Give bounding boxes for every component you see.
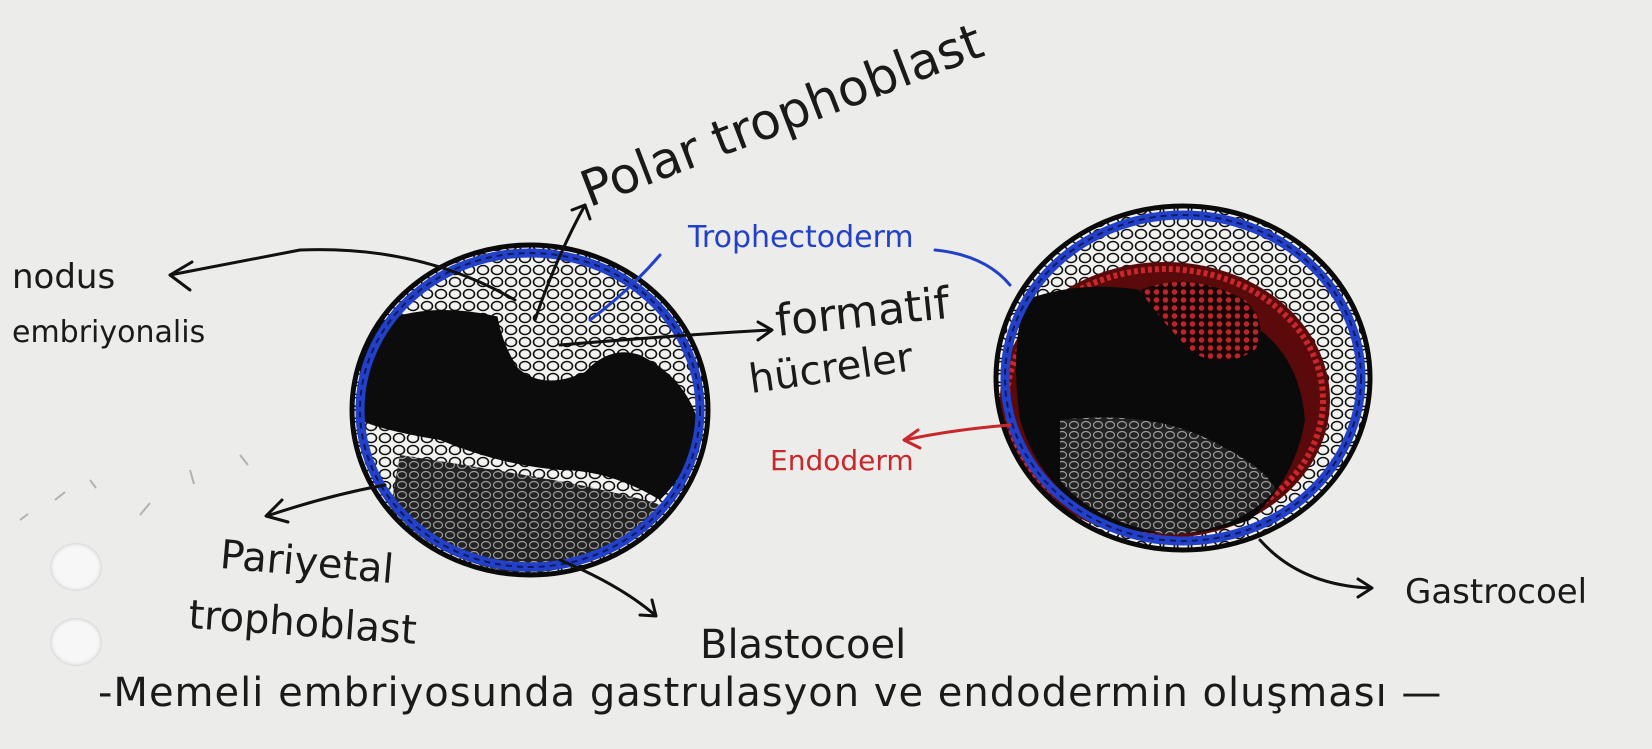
- right-blastocyst: [996, 206, 1370, 550]
- label-nodus: nodus: [12, 260, 115, 294]
- punch-hole-upper: [50, 543, 102, 591]
- gastrocoel-pointer-line: [1260, 540, 1370, 588]
- caption: -Memeli embriyosunda gastrulasyon ve end…: [98, 673, 1442, 713]
- nodus-arrowhead: [170, 262, 192, 290]
- left-blastocyst: [352, 245, 708, 575]
- smudge-marks: [20, 455, 248, 520]
- label-blastocoel: Blastocoel: [700, 625, 906, 665]
- endoderm-pointer-line: [905, 425, 1010, 440]
- punch-hole-lower: [50, 618, 102, 666]
- label-trophectoderm: Trophectoderm: [688, 223, 914, 253]
- label-embriyonalis: embriyonalis: [12, 318, 205, 348]
- label-endoderm: Endoderm: [770, 447, 914, 475]
- pariyetal-pointer-line: [270, 485, 385, 515]
- label-gastrocoel: Gastrocoel: [1405, 575, 1587, 609]
